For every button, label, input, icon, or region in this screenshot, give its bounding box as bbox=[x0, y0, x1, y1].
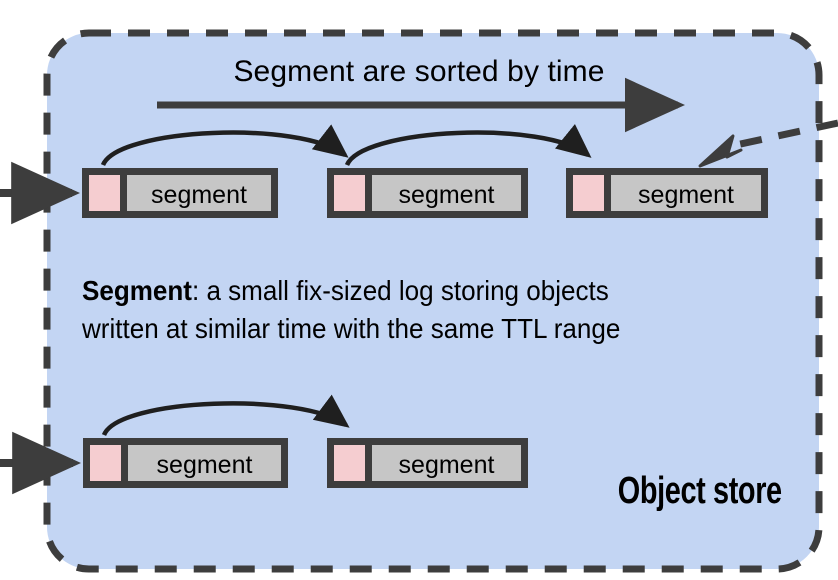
definition-term: Segment bbox=[82, 275, 192, 306]
segment-label: segment bbox=[638, 181, 734, 209]
segment-header-cell bbox=[327, 438, 372, 488]
external-read-arrow bbox=[721, 119, 838, 152]
segment-header-cell bbox=[83, 438, 128, 488]
segment-body-cell bbox=[121, 438, 288, 488]
segment-header-cell bbox=[82, 168, 127, 218]
segment-box[interactable] bbox=[327, 438, 528, 488]
object-store-caption: Object store bbox=[618, 470, 782, 512]
object-store-container bbox=[43, 29, 823, 573]
segment-definition: Segment: a small fix-sized log storing o… bbox=[82, 272, 733, 348]
segment-header-cell bbox=[566, 168, 611, 218]
segment-box[interactable] bbox=[566, 168, 768, 218]
definition-line2-text: written at similar time with the same TT… bbox=[82, 313, 621, 344]
diagram-title: Segment are sorted by time bbox=[233, 55, 605, 88]
segment-body-cell bbox=[365, 168, 528, 218]
external-read-arrowhead bbox=[698, 134, 743, 168]
definition-line1-rest: : bbox=[191, 275, 207, 306]
segment-link-1-to-2 bbox=[100, 124, 349, 167]
segment-link-2-to-3 bbox=[344, 124, 592, 167]
segment-label: segment bbox=[156, 451, 253, 479]
definition-line1-text: a small fix-sized log storing objects bbox=[206, 275, 609, 306]
segment-box[interactable] bbox=[82, 168, 278, 218]
segment-body-cell bbox=[120, 168, 278, 218]
segment-body-cell bbox=[365, 438, 528, 488]
segment-link-b1-to-b2 bbox=[101, 394, 350, 437]
segment-box[interactable] bbox=[83, 438, 288, 488]
segment-body-cell bbox=[604, 168, 768, 218]
segment-header-cell bbox=[327, 168, 372, 218]
segment-box[interactable] bbox=[327, 168, 528, 218]
segment-label: segment bbox=[151, 181, 247, 209]
segment-label: segment bbox=[398, 451, 495, 479]
segment-label: segment bbox=[398, 181, 495, 209]
